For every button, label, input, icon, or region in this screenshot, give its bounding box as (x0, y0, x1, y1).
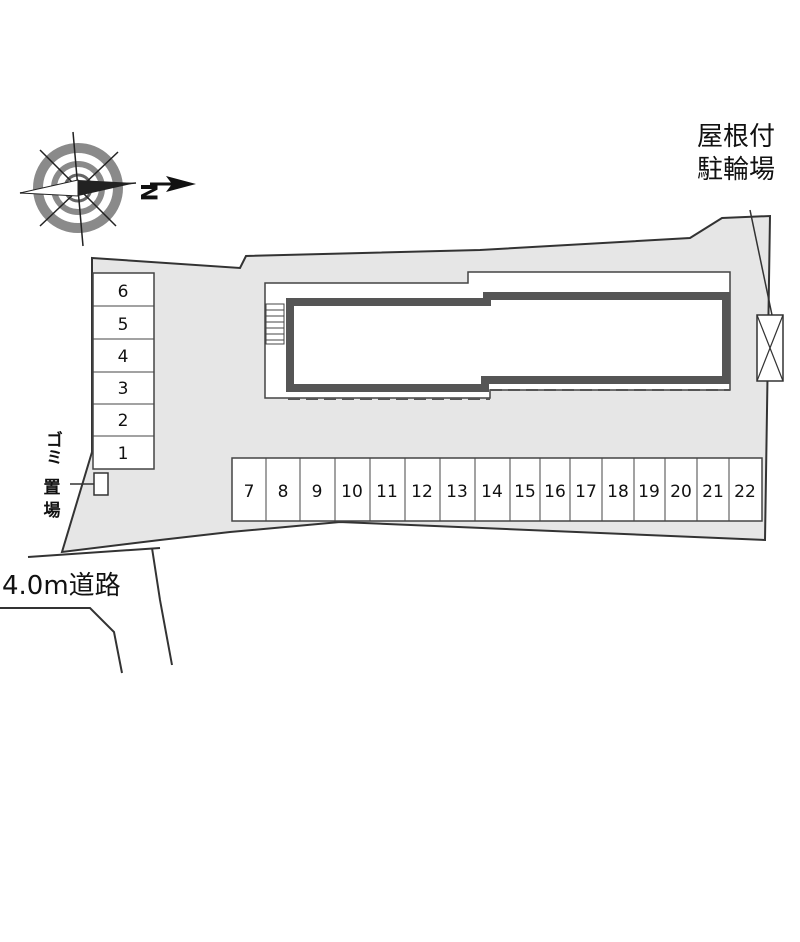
parking-slot-8: 8 (278, 482, 289, 502)
parking-slot-3: 3 (118, 379, 129, 399)
road-edge-top (27, 547, 161, 558)
parking-slot-21: 21 (702, 482, 724, 502)
road-edge-right (151, 547, 173, 666)
parking-left: 6 5 4 3 2 1 (92, 272, 155, 470)
parking-slot-4: 4 (118, 347, 129, 367)
parking-slot-7: 7 (244, 482, 255, 502)
parking-slot-1: 1 (118, 444, 129, 464)
parking-slot-22: 22 (734, 482, 756, 502)
parking-slot-20: 20 (670, 482, 692, 502)
parking-slot-5: 5 (118, 315, 129, 335)
parking-slot-18: 18 (607, 482, 629, 502)
garbage-label-line1: ゴミ (42, 430, 62, 465)
garbage-label-line3: 場 (44, 501, 61, 521)
road-label: 4.0m道路 (2, 571, 121, 601)
parking-slot-11: 11 (376, 482, 398, 502)
stairs-icon (265, 303, 285, 345)
compass-icon (19, 131, 196, 247)
parking-slot-14: 14 (481, 482, 503, 502)
bike-parking-icon (756, 314, 784, 382)
parking-slot-2: 2 (118, 411, 129, 431)
building (286, 292, 730, 392)
compass-north-label: N (135, 183, 160, 201)
parking-slot-6: 6 (118, 282, 129, 302)
balcony-line (288, 389, 730, 400)
parking-slot-9: 9 (312, 482, 323, 502)
bike-parking-leader (749, 209, 773, 316)
parking-slot-10: 10 (341, 482, 363, 502)
garbage-label-line2: 置 (44, 478, 61, 498)
parking-slot-19: 19 (638, 482, 660, 502)
parking-slot-15: 15 (514, 482, 536, 502)
parking-slot-16: 16 (544, 482, 566, 502)
parking-slot-17: 17 (575, 482, 597, 502)
road-edge-lower (0, 607, 123, 674)
bike-parking-label-line1: 屋根付 (697, 122, 775, 152)
parking-bottom: 7 8 9 10 11 12 13 14 15 16 17 18 19 20 2… (231, 457, 763, 522)
bike-parking-label-line2: 駐輪場 (697, 155, 775, 185)
parking-slot-12: 12 (411, 482, 433, 502)
parking-slot-13: 13 (446, 482, 468, 502)
garbage-box (93, 472, 109, 496)
